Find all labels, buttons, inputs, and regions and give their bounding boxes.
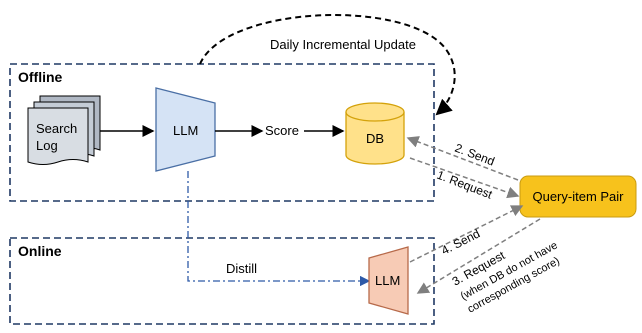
offline-llm-label: LLM bbox=[173, 123, 198, 138]
search-log-label-line1: Search bbox=[36, 121, 77, 136]
search-log-label-line2: Log bbox=[36, 138, 58, 153]
request-1-label: 1. Request bbox=[435, 168, 495, 202]
send-2-label: 2. Send bbox=[453, 141, 497, 169]
update-label: Daily Incremental Update bbox=[270, 37, 416, 52]
score-label: Score bbox=[265, 123, 299, 138]
offline-frame bbox=[9, 63, 435, 202]
offline-title: Offline bbox=[18, 69, 63, 85]
query-item-pair-label: Query-item Pair bbox=[532, 189, 624, 204]
online-frame bbox=[9, 237, 435, 325]
online-title: Online bbox=[18, 243, 62, 259]
db-label: DB bbox=[366, 131, 384, 146]
send-4-arrow bbox=[409, 205, 524, 263]
request-1-arrow bbox=[409, 157, 520, 199]
send-2-arrow bbox=[406, 136, 519, 181]
send-4-label: 4. Send bbox=[439, 226, 482, 257]
offline-llm-block bbox=[155, 87, 216, 172]
online-llm-block bbox=[368, 246, 409, 315]
distill-arrow bbox=[187, 171, 371, 287]
query-item-pair-box bbox=[519, 175, 637, 218]
online-llm-label: LLM bbox=[375, 273, 400, 288]
update-loop-arrow bbox=[199, 14, 456, 116]
search-log-icon bbox=[27, 95, 101, 165]
distill-label: Distill bbox=[226, 261, 257, 276]
db-cylinder bbox=[345, 102, 405, 165]
